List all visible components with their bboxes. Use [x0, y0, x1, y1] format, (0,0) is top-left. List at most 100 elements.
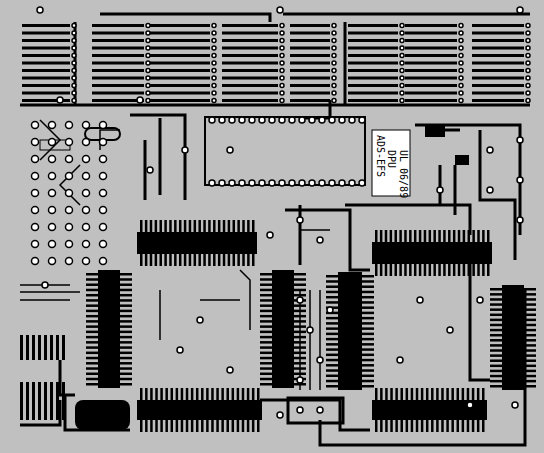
via-hole [249, 180, 255, 186]
ic-pin [218, 254, 221, 266]
ic-pin [86, 278, 98, 281]
via-hole [279, 180, 285, 186]
ic-pin [490, 375, 502, 378]
via-hole [239, 117, 245, 123]
connector-finger [222, 77, 278, 80]
ic-pin [326, 291, 338, 294]
via-hole [417, 297, 423, 303]
ic-pin [294, 357, 306, 360]
via-hole [397, 357, 403, 363]
via-hole [212, 46, 216, 50]
ic-pin [221, 420, 224, 432]
via-hole [280, 46, 284, 50]
connector-finger [348, 47, 398, 50]
ic-pin [294, 367, 306, 370]
ic-pin [326, 275, 338, 278]
ic-pin [472, 230, 475, 242]
ic-pin [462, 420, 465, 432]
connector-finger [348, 77, 398, 80]
ic-pin [260, 331, 272, 334]
connector-finger [405, 54, 457, 57]
via-hole [72, 99, 76, 103]
ic-pin [120, 352, 132, 355]
ic-body [272, 270, 294, 388]
ic-pin [524, 319, 536, 322]
ic-pin [176, 388, 179, 400]
connector-finger [290, 47, 330, 50]
via-hole [400, 39, 404, 43]
ic-pin [294, 373, 306, 376]
via-hole [400, 76, 404, 80]
ic-pin [86, 373, 98, 376]
via-hole [49, 241, 56, 248]
via-hole [297, 297, 303, 303]
via-hole [332, 54, 336, 58]
connector-finger [348, 39, 398, 42]
ic-body [137, 400, 262, 420]
ic-pin [120, 278, 132, 281]
ic-pin [165, 420, 168, 432]
ic-pin [326, 301, 338, 304]
ic-pin [159, 220, 162, 232]
via-hole [317, 357, 323, 363]
via-hole [227, 367, 233, 373]
ic-pin [457, 420, 460, 432]
ic-pin [467, 388, 470, 400]
ic-pin [326, 348, 338, 351]
connector-finger [150, 62, 210, 65]
ic-pin [487, 264, 490, 276]
ic-pin [165, 388, 168, 400]
via-hole [327, 307, 333, 313]
ic-pin [406, 388, 409, 400]
via-hole [526, 69, 530, 73]
via-hole [299, 180, 305, 186]
via-hole [517, 137, 523, 143]
via-hole [100, 258, 107, 265]
ic-pin [120, 294, 132, 297]
ic-pin [448, 264, 451, 276]
via-hole [182, 147, 188, 153]
ic-pin [490, 385, 502, 388]
connector-finger [222, 69, 278, 72]
ic-body [137, 232, 257, 254]
ic-pin [228, 220, 231, 232]
ic-pin [120, 299, 132, 302]
ic-pin [233, 254, 236, 266]
via-hole [280, 24, 284, 28]
ic-pin [294, 304, 306, 307]
ic-pin [326, 296, 338, 299]
ic-pin [120, 367, 132, 370]
ic-pin [196, 420, 199, 432]
via-hole [332, 31, 336, 35]
via-hole [280, 61, 284, 65]
ic-pin [362, 306, 374, 309]
via-hole [42, 282, 48, 288]
via-hole [72, 76, 76, 80]
via-hole [467, 402, 473, 408]
board-marking: UL 06/89 [398, 150, 409, 198]
ic-pin [260, 357, 272, 360]
connector-finger [92, 69, 144, 72]
ic-pin [242, 420, 245, 432]
via-hole [526, 91, 530, 95]
ic-pin [362, 312, 374, 315]
via-hole [526, 99, 530, 103]
ic-pin [247, 388, 250, 400]
via-hole [83, 224, 90, 231]
ic-pin [362, 380, 374, 383]
via-hole [400, 24, 404, 28]
via-hole [72, 69, 76, 73]
ic-pin [86, 331, 98, 334]
ic-pin [233, 220, 236, 232]
ic-pin [176, 420, 179, 432]
ic-pin [257, 420, 260, 432]
via-hole [359, 180, 365, 186]
ic-pin [120, 383, 132, 386]
connector-finger [472, 24, 524, 27]
ic-pin [179, 220, 182, 232]
ic-pin [86, 283, 98, 286]
ic-pin [213, 220, 216, 232]
ic-pin [375, 230, 378, 242]
ic-pin [213, 254, 216, 266]
